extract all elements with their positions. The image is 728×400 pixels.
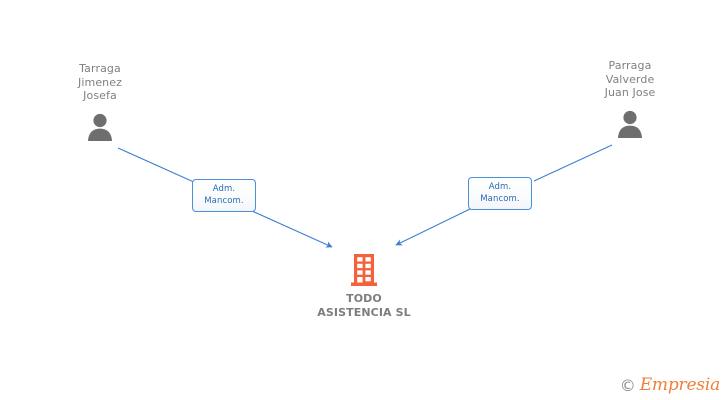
edge-right-lower xyxy=(395,208,471,246)
relation-label-left-line2: Mancom. xyxy=(204,195,244,206)
person-icon xyxy=(618,110,642,138)
person-icon xyxy=(88,113,112,141)
person-name-left: Tarraga Jimenez Josefa xyxy=(78,62,122,102)
relation-label-right-line1: Adm. xyxy=(488,182,512,192)
copyright-icon: © xyxy=(619,375,636,395)
edge-left-upper xyxy=(117,147,197,184)
watermark: © Empresia xyxy=(620,377,720,394)
relation-label-left[interactable]: Adm. Mancom. xyxy=(192,179,256,212)
person-node-left[interactable]: Tarraga Jimenez Josefa xyxy=(35,62,165,141)
edge-left-lower xyxy=(251,210,333,248)
edge-right-upper xyxy=(533,144,613,182)
relation-label-left-line1: Adm. xyxy=(212,184,236,194)
company-name: TODO ASISTENCIA SL xyxy=(317,292,411,319)
person-node-right[interactable]: Parraga Valverde Juan Jose xyxy=(565,59,695,138)
relation-label-right-line2: Mancom. xyxy=(480,193,520,204)
building-icon xyxy=(351,254,377,286)
watermark-brand: Empresia xyxy=(639,375,720,395)
person-name-right: Parraga Valverde Juan Jose xyxy=(604,59,656,99)
relation-label-right[interactable]: Adm. Mancom. xyxy=(468,177,532,210)
company-node[interactable]: TODO ASISTENCIA SL xyxy=(264,254,464,320)
